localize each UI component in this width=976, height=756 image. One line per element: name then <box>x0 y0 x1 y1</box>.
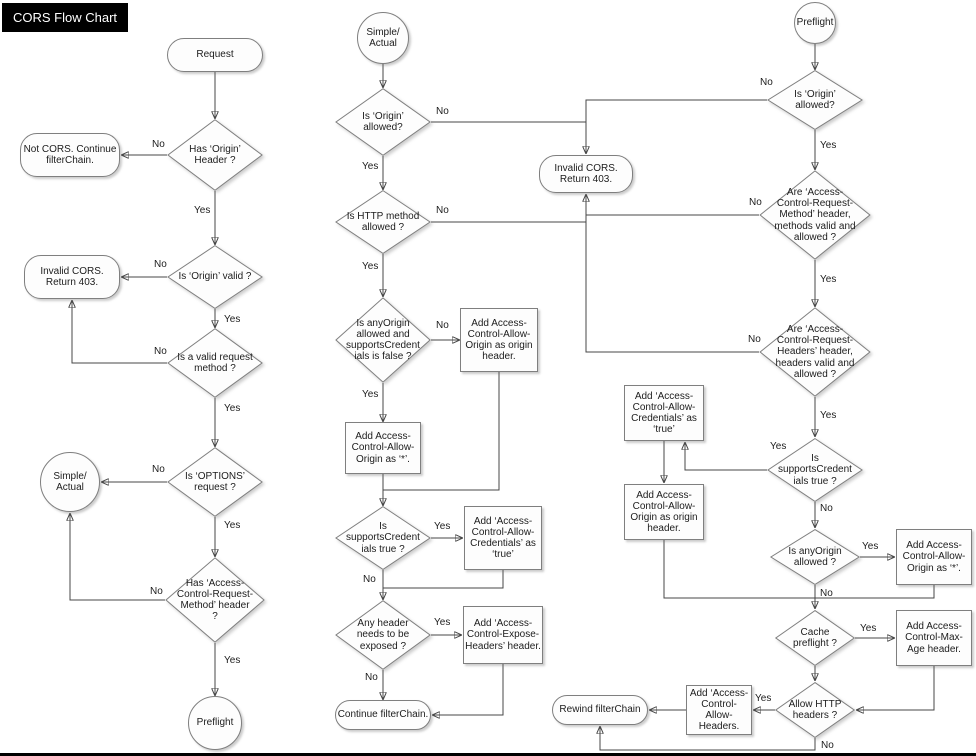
diamond-shape <box>767 70 863 130</box>
node-preflight-left: Preflight <box>188 696 242 750</box>
node-m-origin-allowed: Is ‘Origin’ allowed? <box>335 88 431 156</box>
node-r-anyorigin: Is anyOrigin allowed ? <box>770 529 860 585</box>
node-r-add-origin-header: Add Access- Control-Allow- Origin as ori… <box>624 484 704 540</box>
edge-label-is-options-no: No <box>152 464 165 475</box>
node-is-valid-method: Is a valid request method ? <box>167 328 263 398</box>
node-is-options-request: Is ‘OPTIONS’ request ? <box>167 447 263 517</box>
edge-label-r-allowhttp-yes: Yes <box>755 693 772 704</box>
edge-label-m-origin-no: No <box>436 106 449 117</box>
node-m-supports-cred: Is supportsCredent ials true ? <box>335 506 431 570</box>
node-has-origin-header: Has ‘Origin’ Header ? <box>167 119 263 191</box>
edge-label-m-anyorigin-yes: Yes <box>362 389 379 400</box>
node-has-acrm-header: Has ‘Access- Control-Request- Method’ he… <box>165 557 265 643</box>
edge-label-has-acrm-yes: Yes <box>224 655 241 666</box>
edge-label-has-origin-no: No <box>152 139 165 150</box>
diamond-shape <box>767 438 863 502</box>
node-preflight-top: Preflight <box>794 2 836 44</box>
edge-label-m-http-no: No <box>436 205 449 216</box>
node-request: Request <box>167 38 263 72</box>
node-r-add-allow-headers: Add ‘Access- Control- Allow- Headers. <box>686 685 752 735</box>
diamond-shape <box>759 170 871 260</box>
node-r-allow-http-headers: Allow HTTP headers ? <box>775 682 855 738</box>
edge-label-r-anyorigin-no: No <box>820 588 833 599</box>
diamond-shape <box>775 682 855 738</box>
diamond-shape <box>167 245 263 309</box>
edge-label-has-origin-yes: Yes <box>194 205 211 216</box>
node-r-origin-allowed: Is ‘Origin’ allowed? <box>767 70 863 130</box>
edge-label-m-expose-no: No <box>365 672 378 683</box>
diamond-shape <box>770 529 860 585</box>
diamond-shape <box>335 88 431 156</box>
bottom-border <box>0 753 976 756</box>
edge-label-r-cred-yes: Yes <box>770 441 787 452</box>
edge-label-r-method-yes: Yes <box>820 274 837 285</box>
edge-label-r-headers-yes: Yes <box>820 410 837 421</box>
edge-label-origin-valid-no: No <box>154 259 167 270</box>
node-m-anyorigin-cred: Is anyOrigin allowed and supportsCredent… <box>335 297 431 383</box>
node-r-headers-valid: Are ‘Access- Control-Request- Headers’ h… <box>759 307 871 397</box>
node-invalid-cors-left: Invalid CORS. Return 403. <box>24 255 120 299</box>
diamond-shape <box>335 506 431 570</box>
node-m-http-method: Is HTTP method allowed ? <box>335 190 431 254</box>
diamond-shape <box>335 600 431 670</box>
node-rewind-filter-chain: Rewind filterChain <box>552 695 648 725</box>
node-r-supports-cred: Is supportsCredent ials true ? <box>767 438 863 502</box>
diamond-shape <box>165 557 265 643</box>
edge-label-r-allowhttp-no: No <box>821 740 834 751</box>
page-title: CORS Flow Chart <box>2 3 129 32</box>
edge-label-r-origin-no: No <box>760 77 773 88</box>
edge-label-r-cache-yes: Yes <box>860 623 877 634</box>
edge-label-m-origin-yes: Yes <box>362 161 379 172</box>
edge-label-r-headers-no: No <box>748 334 761 345</box>
node-continue-filter-chain: Continue filterChain. <box>335 700 431 730</box>
node-is-origin-valid: Is ‘Origin’ valid ? <box>167 245 263 309</box>
node-simple-actual-mid: Simple/ Actual <box>357 12 409 64</box>
diamond-shape <box>335 297 431 383</box>
edge-label-r-method-no: No <box>749 197 762 208</box>
edge-label-valid-method-yes: Yes <box>224 403 241 414</box>
edge-label-m-anyorigin-no: No <box>436 320 449 331</box>
node-r-cache-preflight: Cache preflight ? <box>775 610 855 666</box>
diamond-shape <box>167 328 263 398</box>
edge-label-r-origin-yes: Yes <box>820 140 837 151</box>
edge-label-origin-valid-yes: Yes <box>224 314 241 325</box>
edge-label-valid-method-no: No <box>154 346 167 357</box>
node-not-cors: Not CORS. Continue filterChain. <box>20 133 120 177</box>
node-m-add-expose: Add ‘Access- Control-Expose- Headers’ he… <box>463 606 543 664</box>
diamond-shape <box>167 447 263 517</box>
edge-label-has-acrm-no: No <box>150 586 163 597</box>
edge-label-m-cred-no: No <box>363 574 376 585</box>
node-m-any-header-exposed: Any header needs to be exposed ? <box>335 600 431 670</box>
diamond-shape <box>775 610 855 666</box>
diamond-shape <box>335 190 431 254</box>
node-r-add-credentials: Add ‘Access- Control-Allow- Credentials’… <box>624 385 704 441</box>
edge-label-m-http-yes: Yes <box>362 261 379 272</box>
edge-label-r-anyorigin-yes: Yes <box>862 541 879 552</box>
diamond-shape <box>759 307 871 397</box>
node-r-method-valid: Are ‘Access- Control-Request- Method’ he… <box>759 170 871 260</box>
node-r-add-star: Add Access- Control-Allow- Origin as ‘*’… <box>896 529 972 585</box>
node-invalid-cors-mid: Invalid CORS. Return 403. <box>539 155 633 193</box>
edge-label-m-cred-yes: Yes <box>434 521 451 532</box>
diamond-shape <box>167 119 263 191</box>
node-simple-actual-left: Simple/ Actual <box>40 452 100 512</box>
node-r-add-max-age: Add Access- Control-Max- Age header. <box>896 610 972 666</box>
edge-label-m-expose-yes: Yes <box>434 617 451 628</box>
node-m-add-star: Add Access- Control-Allow- Origin as ‘*’… <box>345 422 421 474</box>
edge-label-is-options-yes: Yes <box>224 520 241 531</box>
node-m-add-origin-header: Add Access- Control-Allow- Origin as ori… <box>460 308 538 372</box>
node-m-add-credentials: Add ‘Access- Control-Allow- Credentials’… <box>464 506 542 570</box>
edge-label-r-cred-no: No <box>820 503 833 514</box>
